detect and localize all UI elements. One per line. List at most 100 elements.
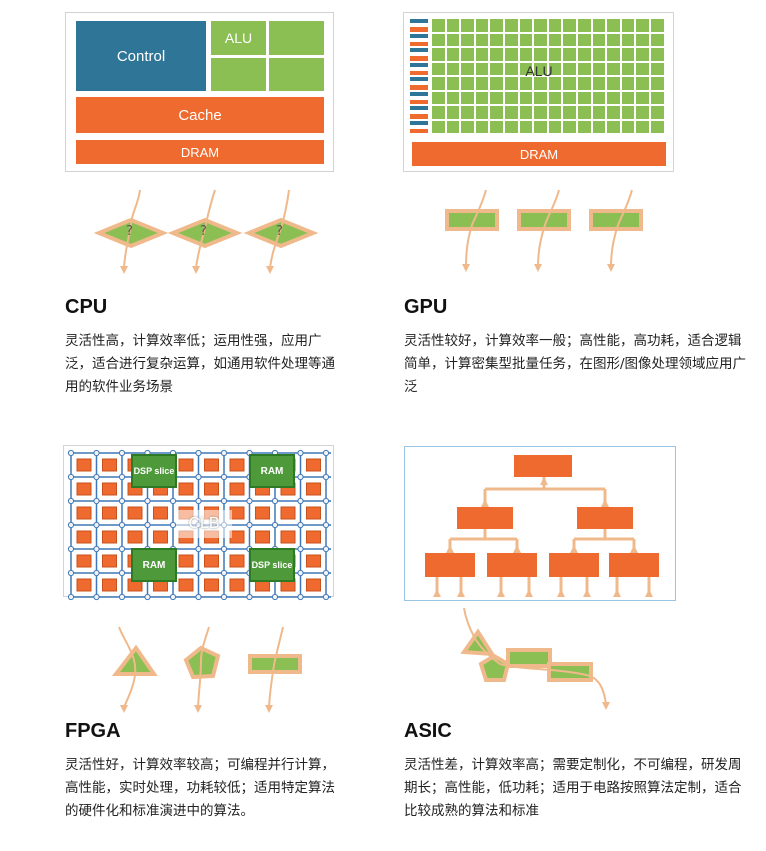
gpu-alu-cell [592,19,606,32]
gpu-alu-cell [461,120,474,133]
fpga-switch-node [93,521,100,529]
gpu-alu-cell [475,19,489,32]
gpu-alu-cell [548,120,562,133]
fpga-switch-node [246,593,253,601]
cpu-title: CPU [65,296,108,318]
fpga-switch-node [322,521,330,529]
fpga-logic-cell [102,458,117,472]
fpga-switch-node [322,449,330,457]
fpga-switch-node [67,569,75,577]
gpu-alu-cell [636,120,649,133]
gpu-flow-arrow [537,189,560,267]
gpu-alu-cell [592,120,606,133]
fpga-logic-cell [178,458,194,472]
fpga-switch-node [67,521,75,529]
asic-node [549,553,599,577]
gpu-control-cache-strip [410,19,428,32]
fpga-logic-cell [102,506,117,520]
gpu-dram-block: DRAM [412,142,666,166]
gpu-alu-cell [475,62,489,75]
fpga-switch-node [220,497,228,505]
cpu-alu-block [211,58,266,91]
gpu-flow-arrow [465,189,487,267]
gpu-alu-cell [563,33,576,46]
fpga-ram-label: RAM [142,559,166,571]
asic-node [487,553,537,577]
fpga-dsp-slice-label: DSP slice [251,560,293,570]
gpu-alu-cell [592,77,606,90]
fpga-logic-cell [76,506,92,520]
gpu-alu-cell [578,77,591,90]
fpga-unit-triangle [111,644,158,676]
gpu-alu-cell [607,91,620,104]
fpga-clb-label-box: CLB [176,510,232,538]
fpga-switch-node [246,497,253,505]
fpga-logic-cell [204,554,219,568]
fpga-switch-node [93,593,100,601]
fpga-ram-block: RAM [249,454,295,488]
gpu-alu-cell [636,33,649,46]
gpu-alu-cell [534,33,547,46]
gpu-alu-cell [432,77,445,90]
fpga-switch-node [297,569,304,577]
fpga-switch-node [169,593,177,601]
gpu-alu-cell [490,19,503,32]
fpga-title: FPGA [65,720,121,742]
gpu-alu-cell [563,91,576,104]
gpu-alu-cell [461,48,474,61]
gpu-alu-cell [563,62,576,75]
gpu-alu-cell [505,106,518,119]
gpu-alu-cell [651,106,664,119]
fpga-logic-cell [306,458,321,472]
gpu-alu-cell [563,77,576,90]
fpga-logic-cell [178,554,194,568]
gpu-alu-cell [621,33,635,46]
fpga-logic-cell [178,578,194,592]
gpu-alu-cell [578,91,591,104]
fpga-logic-cell [255,530,270,544]
fpga-switch-node [67,497,75,505]
gpu-alu-cell [607,77,620,90]
fpga-diagram: DSP slice RAM CLB RAM DSP slice [63,445,334,601]
gpu-alu-cell [519,77,533,90]
gpu-alu-cell [519,62,533,75]
gpu-control-cache-strip [410,120,428,133]
gpu-alu-cell [505,19,518,32]
fpga-switch-node [67,593,75,601]
fpga-flow-arrow [268,626,284,708]
fpga-switch-node [271,521,279,529]
fpga-switch-node [118,545,126,553]
gpu-alu-cell [432,120,445,133]
fpga-logic-cell [178,482,194,496]
fpga-switch-node [220,473,228,481]
fpga-logic-cell [204,578,219,592]
fpga-switch-node [195,569,202,577]
gpu-alu-cell [475,120,489,133]
gpu-description: 灵活性较好，计算效率一般；高性能，高功耗，适合逻辑简单，计算密集型批量任务，在图… [404,333,747,395]
fpga-switch-node [195,497,202,505]
gpu-alu-cell [563,120,576,133]
asic-description: 灵活性差，计算效率高；需要定制化，不可编程，研发周期长；高性能，低功耗；适用于电… [404,757,742,819]
asic-unit-triangle [460,628,496,657]
fpga-switch-node [67,473,75,481]
fpga-logic-cell [76,554,92,568]
gpu-alu-cell [563,48,576,61]
gpu-alu-cell [607,48,620,61]
gpu-alu-cell [578,48,591,61]
gpu-alu-cell [490,33,503,46]
gpu-control-cache-strip [410,77,428,90]
fpga-unit-rect [248,654,302,674]
asic-tree [425,455,659,597]
fpga-switch-node [297,521,304,529]
asic-node [609,553,659,577]
fpga-switch-node [195,449,202,457]
fpga-logic-cell [229,458,245,472]
gpu-alu-cell [578,62,591,75]
asic-diagram [404,446,676,601]
gpu-alu-cell [446,62,460,75]
gpu-alu-cell [490,106,503,119]
cpu-dram-block: DRAM [76,140,324,164]
fpga-unit-pentagon [183,645,221,680]
gpu-alu-cell [636,91,649,104]
gpu-alu-cell [534,48,547,61]
